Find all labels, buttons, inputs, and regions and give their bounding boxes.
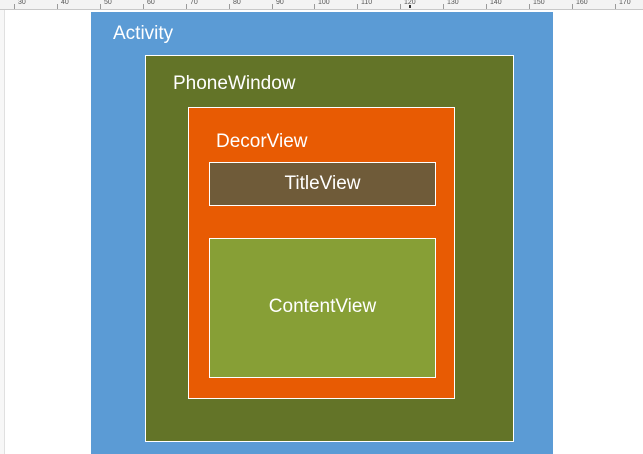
ruler-tick-mark [486,4,487,9]
ruler-tick-label: 150 [533,0,545,6]
ruler-tick-mark [100,4,101,9]
ruler-tick-label: 90 [276,0,284,6]
phone-window-label: PhoneWindow [173,73,296,94]
ruler-tick-mark [529,4,530,9]
ruler-tick-mark [229,4,230,9]
ruler-tick-label: 70 [190,0,198,6]
ruler-cursor-marker [409,5,411,8]
content-view-label: ContentView [268,296,377,317]
ruler-tick-label: 120 [404,0,416,6]
ruler-tick-label: 160 [576,0,588,6]
ruler-tick-mark [143,4,144,9]
ruler-tick-label: 40 [61,0,69,6]
horizontal-ruler: 30 40 50 60 70 80 90 100 110 120 130 140… [0,0,643,10]
ruler-tick-label: 140 [490,0,502,6]
ruler-tick-mark [186,4,187,9]
ruler-tick-mark [57,4,58,9]
page-left-edge [0,10,5,454]
ruler-tick-mark [615,4,616,9]
ruler-tick-mark [400,4,401,9]
ruler-tick-label: 60 [147,0,155,6]
ruler-tick-mark [357,4,358,9]
title-view-label: TitleView [284,173,361,194]
ruler-tick-label: 170 [619,0,631,6]
ruler-tick-mark [572,4,573,9]
content-view-box[interactable] [209,238,436,378]
title-view-box[interactable] [209,162,436,206]
ruler-tick-mark [14,4,15,9]
ruler-tick-label: 100 [318,0,330,6]
ruler-tick-label: 30 [18,0,26,6]
activity-label: Activity [113,23,174,44]
ruler-tick-label: 130 [447,0,459,6]
ruler-tick-mark [272,4,273,9]
ruler-tick-label: 50 [104,0,112,6]
ruler-tick-mark [443,4,444,9]
ruler-tick-label: 110 [361,0,373,6]
decor-view-label: DecorView [216,131,308,152]
ruler-tick-label: 80 [233,0,241,6]
ruler-tick-mark [314,4,315,9]
